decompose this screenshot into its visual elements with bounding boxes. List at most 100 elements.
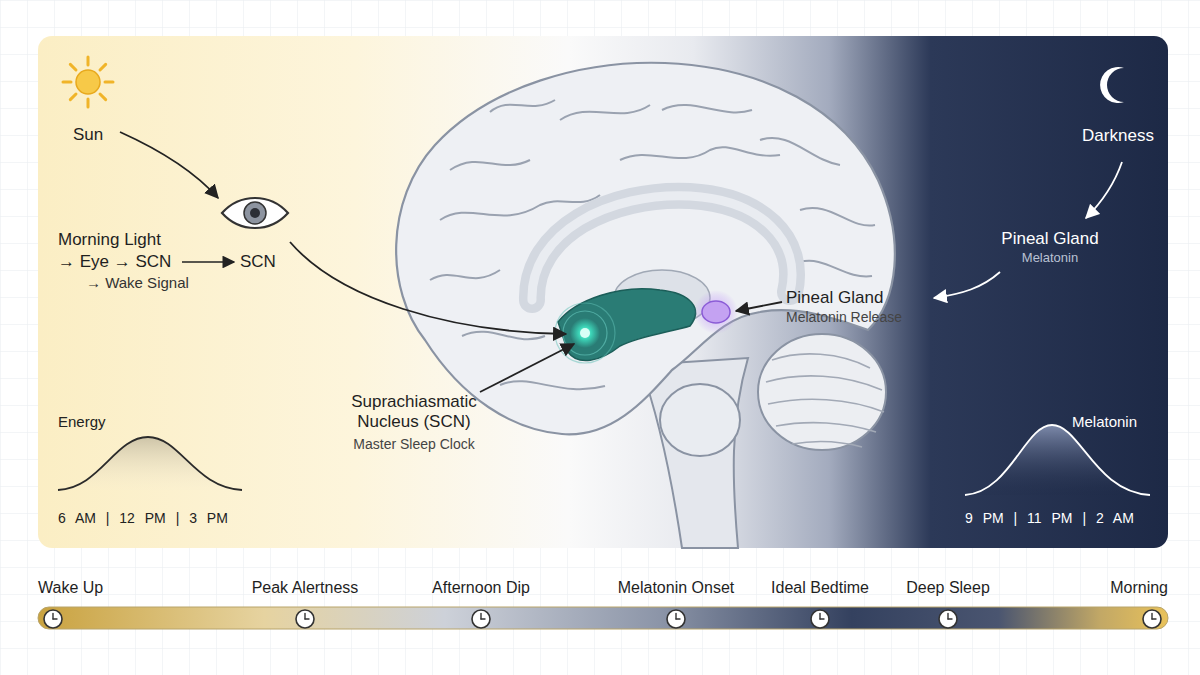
clock-hand bbox=[304, 614, 305, 620]
energy-curve-fill bbox=[58, 437, 242, 490]
timeline-clock: Afternoon Dip bbox=[406, 578, 556, 632]
gyrus-fold bbox=[500, 381, 605, 389]
clock-icon bbox=[406, 607, 556, 631]
pons bbox=[660, 384, 740, 456]
timeline-label: Morning bbox=[1018, 578, 1168, 597]
gyrus-fold bbox=[620, 147, 780, 160]
gyrus-fold bbox=[450, 160, 530, 170]
clock-icon bbox=[230, 607, 380, 631]
clock-icon bbox=[38, 607, 188, 631]
clock-hand bbox=[481, 618, 485, 619]
melatonin-arrow bbox=[934, 272, 1000, 298]
gyrus-fold bbox=[800, 208, 875, 226]
timeline-clock: Morning bbox=[1018, 578, 1168, 632]
sun-ray bbox=[87, 57, 90, 65]
clock-hand bbox=[1151, 614, 1152, 620]
structure-sublabel: Melatonin Release bbox=[786, 309, 902, 326]
eye-iris bbox=[244, 202, 266, 224]
cerebellum bbox=[758, 334, 886, 450]
sun-ray bbox=[63, 81, 71, 84]
pineal-gland-shape bbox=[702, 301, 730, 323]
sun-ray bbox=[87, 99, 90, 107]
structure-label: Pineal Gland bbox=[1001, 229, 1098, 249]
pathway-arrow bbox=[182, 261, 234, 263]
cerebellum-fold bbox=[768, 399, 884, 412]
moon-icon: Darkness bbox=[1068, 56, 1168, 156]
icon-label: Sun bbox=[55, 125, 121, 145]
cerebrum bbox=[396, 63, 895, 435]
clock-hand bbox=[947, 614, 948, 620]
sun-ray bbox=[70, 64, 76, 70]
clock-hand bbox=[1152, 618, 1156, 619]
clock-face bbox=[472, 610, 490, 628]
pathway-label: → Eye → SCN bbox=[58, 252, 171, 272]
clock-icon bbox=[601, 607, 751, 631]
clock-face bbox=[296, 610, 314, 628]
scn-glow bbox=[570, 318, 600, 348]
timeline-label: Deep Sleep bbox=[873, 578, 1023, 597]
pathway-label: → Wake Signal bbox=[86, 274, 189, 292]
clock-hand bbox=[948, 618, 952, 619]
clock-icon bbox=[873, 607, 1023, 631]
sun-ray bbox=[100, 94, 106, 100]
gyrus-fold bbox=[490, 100, 555, 112]
sun-ray bbox=[105, 81, 113, 84]
axis-label: 6 AM | 12 PM | 3 PM bbox=[58, 510, 228, 527]
clock-hand bbox=[52, 614, 53, 620]
scn-glow-ring bbox=[555, 303, 615, 363]
timeline-clock: Ideal Bedtime bbox=[745, 578, 895, 632]
pathway-label: SCN bbox=[240, 252, 276, 272]
gyrus-fold bbox=[760, 138, 840, 165]
energy-curve bbox=[58, 437, 242, 490]
sun-ray bbox=[70, 94, 76, 100]
darkness-arrow bbox=[1086, 162, 1122, 218]
axis-label: 9 PM | 11 PM | 2 AM bbox=[965, 510, 1134, 527]
light-arrow bbox=[290, 242, 566, 334]
clock-face bbox=[667, 610, 685, 628]
sun-ray bbox=[100, 64, 106, 70]
cerebellum-fold bbox=[766, 376, 882, 390]
eye-pupil bbox=[250, 208, 260, 218]
sun-symbol bbox=[55, 55, 121, 111]
cerebellum-fold bbox=[792, 442, 862, 447]
gyrus-fold bbox=[800, 261, 872, 277]
scn-region bbox=[558, 289, 695, 361]
clock-face bbox=[811, 610, 829, 628]
timeline-label: Ideal Bedtime bbox=[745, 578, 895, 597]
clock-hand bbox=[480, 614, 481, 620]
moon-symbol bbox=[1068, 56, 1168, 116]
clock-hand bbox=[305, 618, 309, 619]
chart-title: Melatonin bbox=[1072, 413, 1137, 431]
melatonin-curve-fill bbox=[965, 425, 1150, 495]
structure-label: Pineal Gland bbox=[786, 288, 883, 308]
structure-label: Suprachiasmatic Nucleus (SCN) bbox=[324, 392, 504, 433]
pineal-glow bbox=[694, 290, 738, 334]
structure-sublabel: Master Sleep Clock bbox=[353, 436, 474, 453]
clock-hand bbox=[53, 618, 57, 619]
clock-face bbox=[939, 610, 957, 628]
gyrus-fold bbox=[560, 105, 650, 120]
sun-icon: Sun bbox=[55, 55, 121, 155]
clock-icon bbox=[745, 607, 895, 631]
light-arrow bbox=[120, 132, 218, 198]
scn-glow-ring bbox=[563, 311, 607, 355]
eye-icon bbox=[222, 198, 288, 228]
moon-crescent bbox=[1100, 67, 1124, 103]
timeline-label: Melatonin Onset bbox=[601, 578, 751, 597]
clock-hand bbox=[819, 614, 820, 620]
clock-hand bbox=[820, 618, 824, 619]
pathway-label: Morning Light bbox=[58, 230, 161, 250]
scn-core bbox=[580, 328, 590, 338]
timeline-clock: Wake Up bbox=[38, 578, 188, 632]
timeline-clock: Melatonin Onset bbox=[601, 578, 751, 632]
icon-label: Darkness bbox=[1068, 126, 1168, 146]
clock-icon bbox=[1018, 607, 1168, 631]
melatonin-curve bbox=[965, 425, 1150, 495]
clock-face bbox=[1143, 610, 1161, 628]
cerebellum-fold bbox=[772, 354, 870, 368]
